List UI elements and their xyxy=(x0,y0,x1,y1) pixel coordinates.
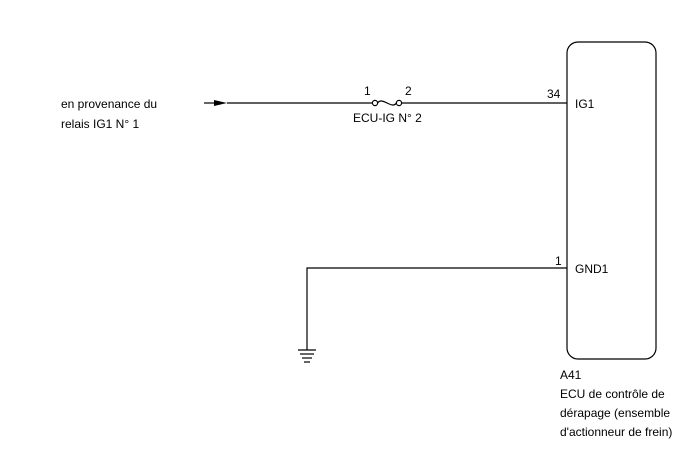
ecu-pin-gnd1-name: GND1 xyxy=(575,262,609,276)
fuse-pin-left-number: 1 xyxy=(364,84,371,98)
fuse-terminal-right xyxy=(395,99,403,107)
fuse-name: ECU-IG N° 2 xyxy=(353,111,422,125)
fuse-pin-right-number: 2 xyxy=(405,84,412,98)
ecu-connector-code: A41 xyxy=(560,368,582,382)
ecu-name-line3: d'actionneur de frein) xyxy=(560,425,673,439)
fuse-terminal-left xyxy=(371,99,379,107)
ecu-box xyxy=(566,41,657,360)
source-label-line2: relais IG1 N° 1 xyxy=(61,117,140,131)
fuse-element xyxy=(377,100,397,106)
source-label-line1: en provenance du xyxy=(61,97,158,111)
ecu-name-line1: ECU de contrôle de xyxy=(560,387,665,401)
ecu-pin-gnd1-number: 1 xyxy=(555,254,562,268)
ecu-pin-ig1-name: IG1 xyxy=(575,97,595,111)
source-arrow-head xyxy=(214,100,227,106)
ecu-pin-ig1-number: 34 xyxy=(547,87,561,101)
wire-to-gnd1 xyxy=(306,267,567,350)
ecu-name-line2: dérapage (ensemble xyxy=(560,406,671,420)
